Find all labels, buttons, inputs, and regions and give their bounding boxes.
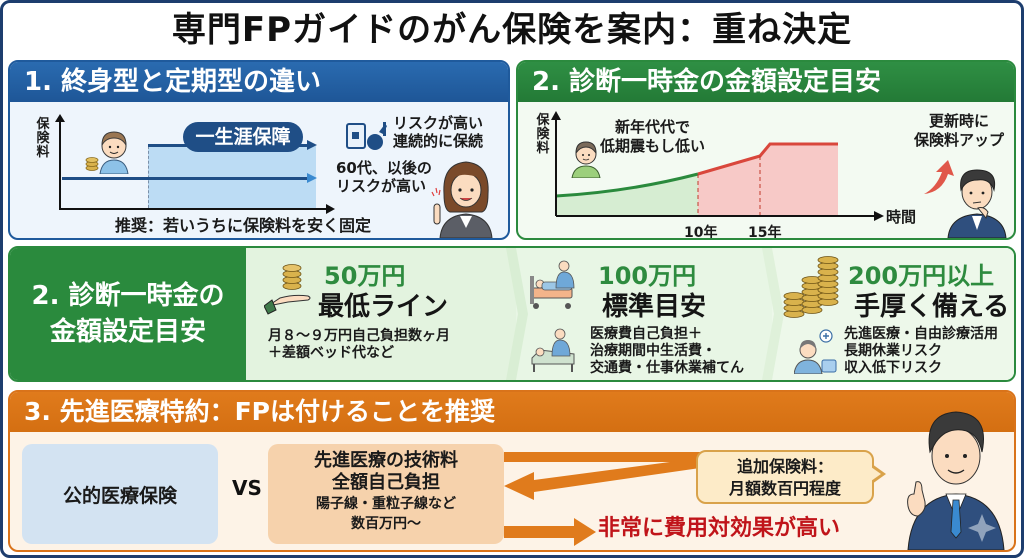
chevron-divider-icon xyxy=(762,248,784,380)
renewal-note: 更新時に 保険料アップ xyxy=(914,112,1005,149)
section-heading: 2. 診断一時金の金額設定目安 xyxy=(518,62,1014,102)
young-premium-note: 新年代代で 低期震もし低い xyxy=(600,118,706,155)
additional-premium-bubble: 追加保険料： 月額数百円程度 xyxy=(696,450,874,504)
tier-name: 最低ライン xyxy=(318,292,449,322)
hospital-bed-icon xyxy=(530,260,575,309)
tick-15-years: 15年 xyxy=(748,225,782,240)
recommendation-text: 推奨：若いうちに保険料を安く固定 xyxy=(115,216,372,235)
advanced-medical-cost-box: 先進医療の技術料 全額自己負担 陽子線・重粒子線など 数百万円〜 xyxy=(268,444,504,544)
tier-description: 月８〜９万円自己負担数ヶ月 ＋差額ベッド代など xyxy=(268,328,450,361)
public-insurance-box: 公的医療保険 xyxy=(22,444,218,544)
tier-description: 医療費自己負担＋ 治療期間中生活費・ 交通費・仕事休業補てん xyxy=(590,326,744,376)
y-axis-arrow-icon xyxy=(55,114,65,122)
tier-50man: 50万円 最低ライン 月８〜９万円自己負担数ヶ月 ＋差額ベッド代など xyxy=(246,248,516,380)
y-axis xyxy=(59,120,61,210)
page-title: 専門FPガイドのがん保険を案内：重ね決定 xyxy=(171,10,853,50)
age-risk-note: 60代、以後の リスクが高い xyxy=(336,159,432,195)
person-with-coins-icon xyxy=(85,131,129,174)
section-lump-sum-tiers: 2. 診断一時金の 金額設定目安 50万円 最低ライン 月８〜９万円自己負担数ヶ… xyxy=(8,246,1016,382)
lifetime-arrow-icon xyxy=(307,140,317,150)
section-renewal-premium-chart: 2. 診断一時金の金額設定目安 保 険 料 10年 15年 時間 新年代代で 低… xyxy=(516,60,1016,240)
chevron-divider-icon xyxy=(506,248,528,380)
x-axis-arrow-icon xyxy=(326,204,335,214)
tier-name: 標準目安 xyxy=(602,292,707,322)
female-advisor-icon xyxy=(431,161,493,238)
lifetime-badge: 一生涯保障 xyxy=(183,122,303,152)
patient-care-icon xyxy=(531,328,575,372)
tier-amount: 200万円以上 xyxy=(848,262,995,290)
coin-stacks-icon xyxy=(783,256,839,318)
cost-effective-conclusion: 非常に費用対効果が高い xyxy=(598,516,841,541)
x-axis xyxy=(59,208,327,210)
term-premium-line xyxy=(62,177,308,180)
tier-amount: 50万円 xyxy=(324,262,406,290)
male-advisor-thumbs-up-icon xyxy=(907,411,1005,550)
document-medical-icon xyxy=(346,122,387,150)
red-up-arrow-icon xyxy=(924,160,954,194)
section-heading: 3. 先進医療特約：FPは付けることを推奨 xyxy=(10,392,1014,432)
section-advanced-medical-rider: 3. 先進医療特約：FPは付けることを推奨 公的医療保険 VS 先進医療の技術料… xyxy=(8,390,1016,552)
section-lifetime-vs-term: 1. 終身型と定期型の違い 保 険 料 一生涯保障 リスクが高い xyxy=(8,60,510,240)
y-axis-label: 保 険 料 xyxy=(36,117,50,160)
premium-chart xyxy=(551,111,884,221)
y-axis-label: 保 険 料 xyxy=(536,113,550,156)
risk-note: リスクが高い 連続的に保続 xyxy=(393,114,484,150)
vs-label: VS xyxy=(232,476,262,500)
tier-200man: 200万円以上 手厚く備える 先進医療・自由診療活用 長期休業リスク 収入低下リ… xyxy=(772,248,1014,380)
male-worried-icon xyxy=(947,169,1007,238)
tick-10-years: 10年 xyxy=(684,225,718,240)
patient-plus-icon xyxy=(794,329,837,374)
term-arrow-icon xyxy=(307,173,317,183)
tiers-heading: 2. 診断一時金の 金額設定目安 xyxy=(10,248,246,380)
tier-description: 先進医療・自由診療活用 長期休業リスク 収入低下リスク xyxy=(844,326,998,376)
x-axis-label: 時間 xyxy=(886,208,917,226)
tier-amount: 100万円 xyxy=(598,262,697,290)
coins-in-hand-icon xyxy=(264,264,311,315)
flow-arrows-icon xyxy=(504,452,700,546)
young-person-icon xyxy=(571,141,601,178)
tier-name: 手厚く備える xyxy=(854,292,1010,322)
section-heading: 1. 終身型と定期型の違い xyxy=(10,62,508,102)
tier-100man: 100万円 標準目安 医療費自己負担＋ 治療期間中生活費・ 交通費・仕事休業補て… xyxy=(516,248,772,380)
